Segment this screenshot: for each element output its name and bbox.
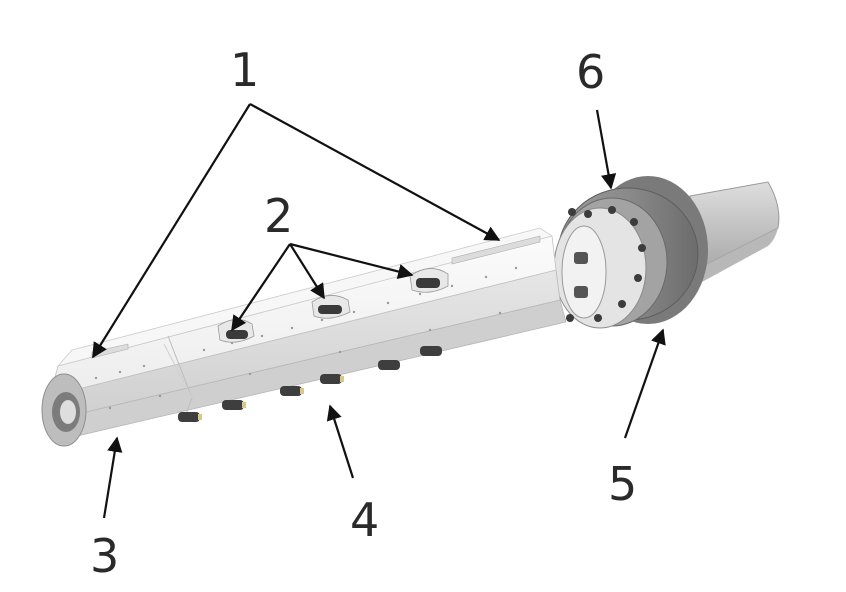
label-5: 5 [608, 457, 637, 511]
label-4: 4 [350, 493, 379, 547]
boring-bar-body [41, 227, 567, 447]
arrow-2b [289, 243, 325, 300]
flange [553, 176, 708, 329]
arrow-6 [595, 109, 617, 190]
bottom-inserts [178, 346, 442, 422]
top-insert [311, 295, 351, 319]
arrow-5 [623, 328, 666, 439]
label-3: 3 [90, 529, 119, 583]
label-2: 2 [264, 189, 293, 243]
taper-shank [689, 181, 780, 282]
arrow-2a [231, 243, 291, 332]
leader-arrows [92, 103, 666, 519]
arrow-2c [289, 242, 414, 280]
top-insert [409, 268, 449, 293]
arrow-1b [249, 103, 501, 241]
arrow-4 [326, 404, 355, 479]
top-inserts [217, 268, 449, 343]
label-1: 1 [230, 43, 259, 97]
label-6: 6 [576, 45, 605, 99]
arrow-3 [102, 436, 123, 519]
arrow-1a [92, 103, 251, 359]
callout-labels: 1 2 3 4 5 6 [90, 43, 637, 583]
